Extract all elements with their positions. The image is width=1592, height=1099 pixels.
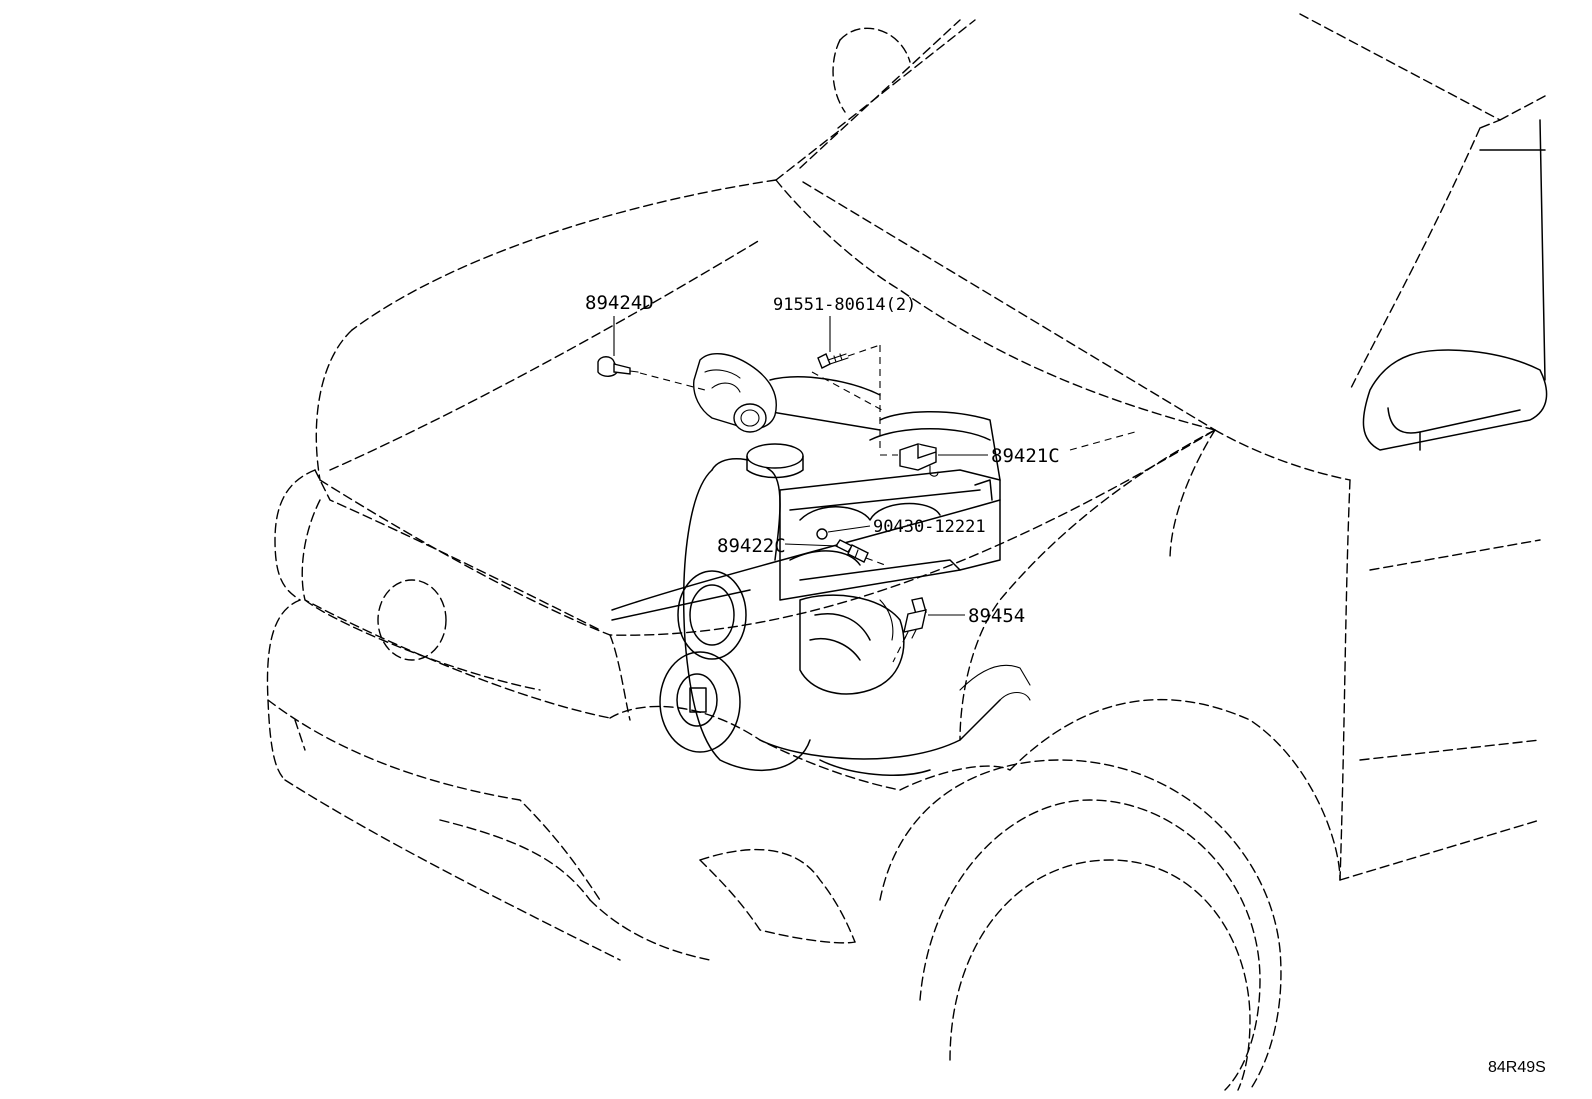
callout-91551-80614: 91551-80614(2) (773, 295, 916, 315)
callout-leaders (613, 316, 1136, 663)
sensor-89422c-part (834, 539, 869, 563)
figure-code: 84R49S (1488, 1059, 1546, 1076)
sensor-89421c-part (899, 443, 939, 477)
gasket-90430-part (816, 528, 828, 540)
bolt-91551-part (817, 353, 849, 369)
callout-89421c: 89421C (991, 445, 1060, 467)
callout-89424d: 89424D (585, 292, 654, 314)
air-flow-meter-body (693, 353, 777, 433)
callout-89454: 89454 (968, 605, 1025, 627)
sensor-89424d-part (597, 356, 639, 377)
sensor-89454-part (903, 597, 927, 641)
callout-90430-12221: 90430-12221 (873, 517, 986, 537)
callout-89422c: 89422C (717, 535, 786, 557)
vehicle-body-outline (266, 13, 1548, 1091)
engine-assembly (611, 376, 1031, 776)
